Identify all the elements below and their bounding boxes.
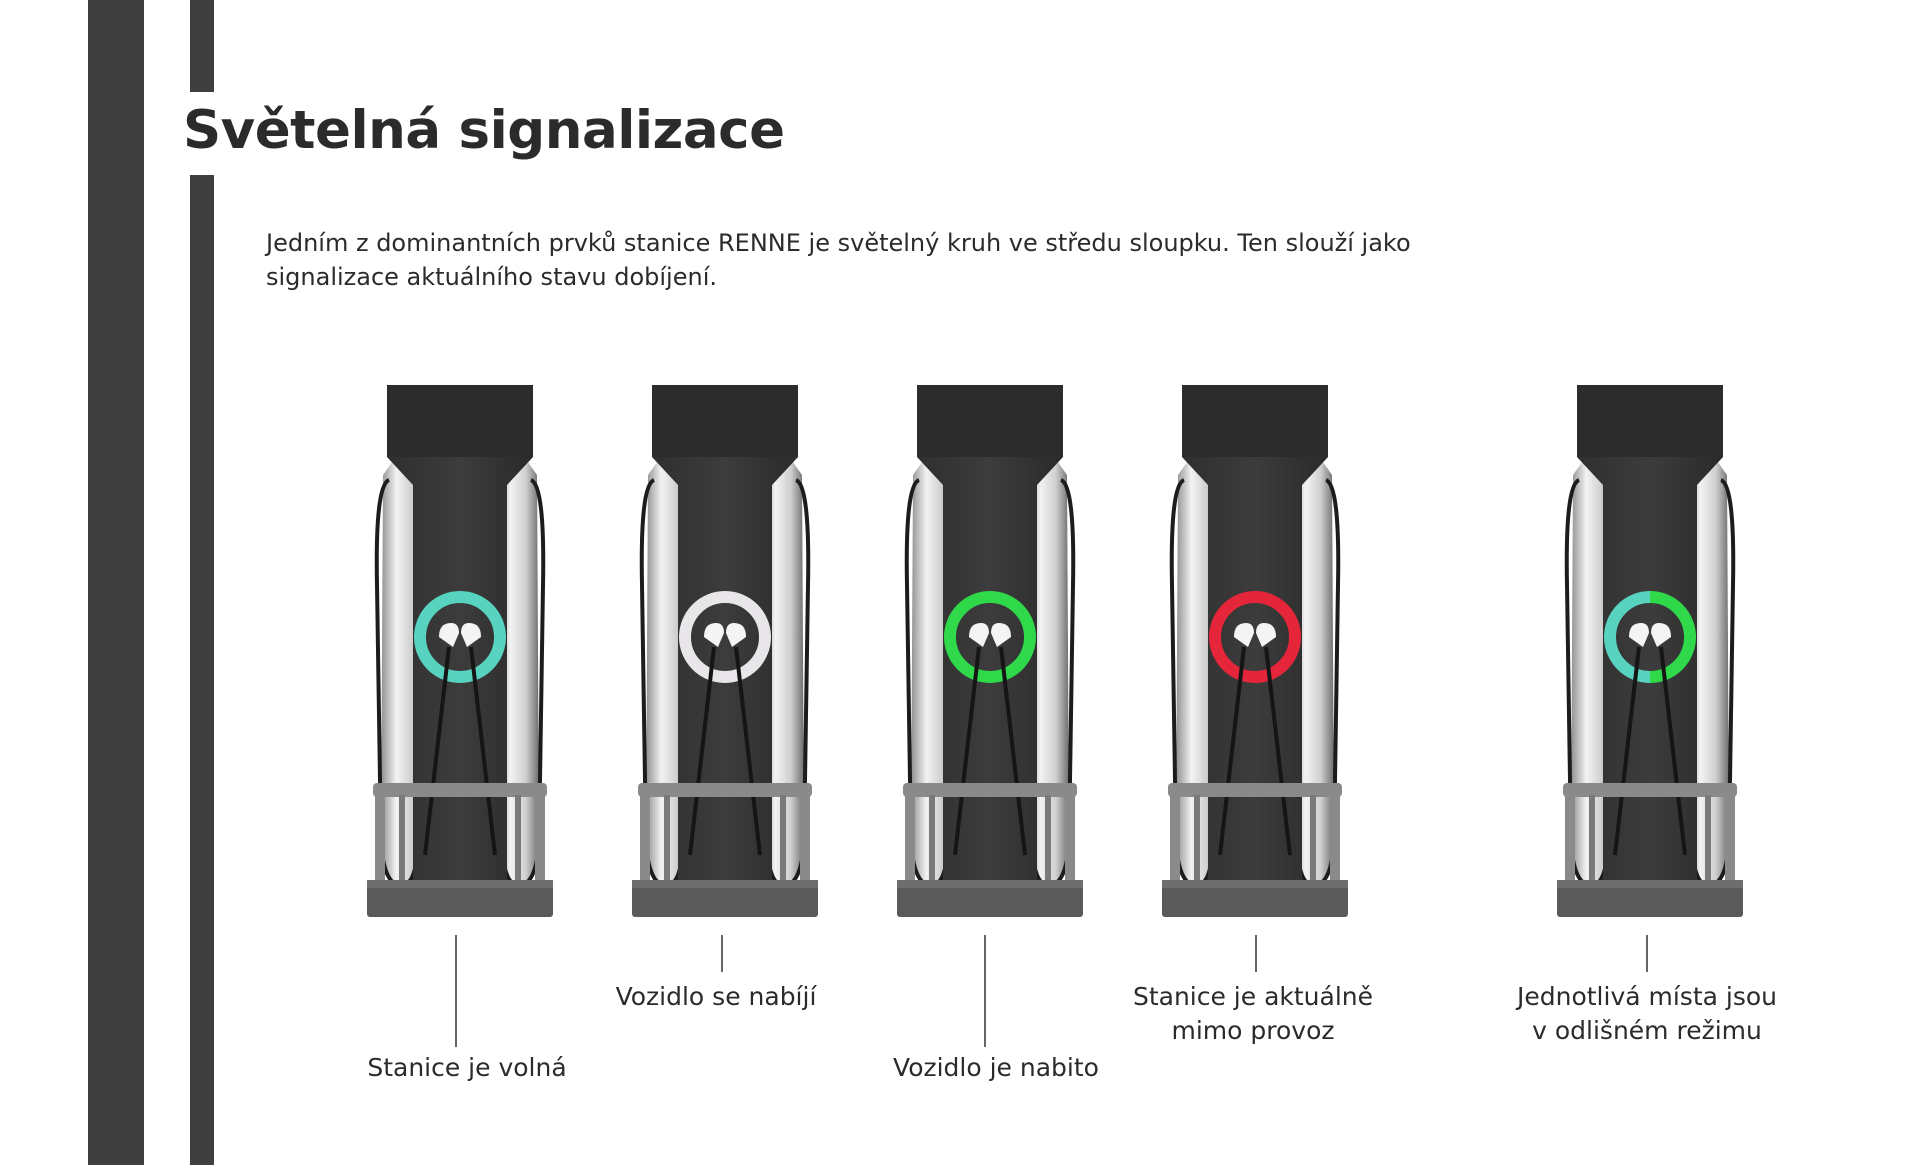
label-line: mimo provoz <box>1171 1016 1335 1045</box>
charging-station-charged <box>895 385 1085 917</box>
left-stripe-thin <box>190 175 214 1165</box>
intro-paragraph: Jedním z dominantních prvků stanice RENN… <box>266 226 1526 294</box>
charging-station-out-of-order <box>1160 385 1350 917</box>
intro-line-2: signalizace aktuálního stavu dobíjení. <box>266 263 717 291</box>
label-line: Jednotlivá místa jsou <box>1516 982 1778 1011</box>
label-line: Vozidlo se nabíjí <box>615 982 817 1011</box>
charging-station-charging <box>630 385 820 917</box>
page-title: Světelná signalizace <box>183 100 785 161</box>
left-stripe <box>88 0 144 1165</box>
status-ring <box>414 591 506 683</box>
callout-line-charging <box>721 935 723 972</box>
label-out-of-order: Stanice je aktuálně mimo provoz <box>1093 980 1413 1048</box>
status-ring <box>1209 591 1301 683</box>
label-vehicle-charged: Vozidlo je nabito <box>836 1051 1156 1085</box>
charging-station-mixed-mode <box>1555 385 1745 917</box>
label-line: Stanice je volná <box>367 1053 567 1082</box>
label-mixed-mode: Jednotlivá místa jsou v odlišném režimu <box>1487 980 1807 1048</box>
status-ring <box>944 591 1036 683</box>
status-ring-left <box>1604 591 1651 683</box>
label-line: v odlišném režimu <box>1532 1016 1762 1045</box>
callout-line-out-of-order <box>1255 935 1257 972</box>
charging-station-free <box>365 385 555 917</box>
status-ring-right <box>1649 591 1696 683</box>
callout-line-charged <box>984 935 986 1047</box>
label-vehicle-charging: Vozidlo se nabíjí <box>556 980 876 1014</box>
label-line: Vozidlo je nabito <box>893 1053 1099 1082</box>
callout-line-free <box>455 935 457 1047</box>
status-ring <box>679 591 771 683</box>
label-station-free: Stanice je volná <box>307 1051 627 1085</box>
label-line: Stanice je aktuálně <box>1132 982 1374 1011</box>
intro-line-1: Jedním z dominantních prvků stanice RENN… <box>266 229 1411 257</box>
callout-line-mixed <box>1646 935 1648 972</box>
left-stripe-thin-top <box>190 0 214 92</box>
